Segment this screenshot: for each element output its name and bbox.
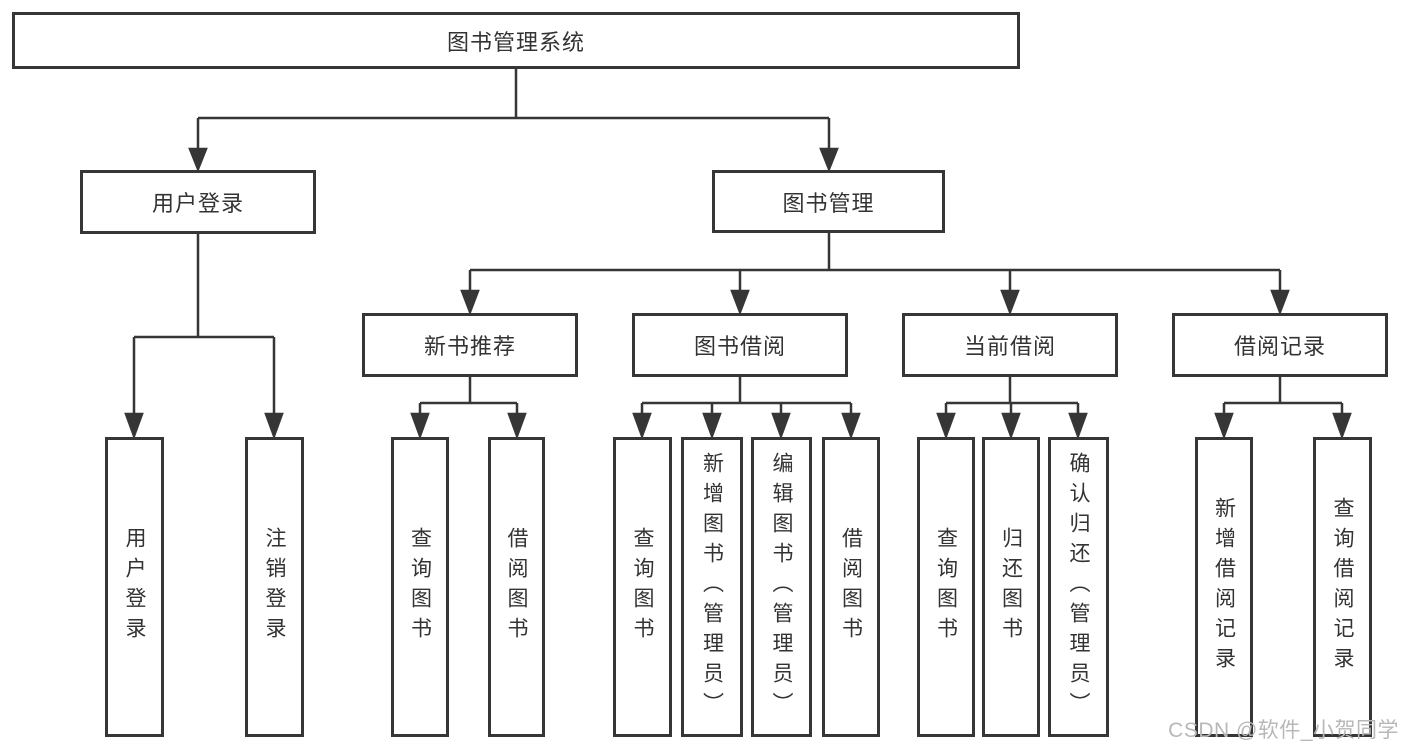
node-label: 借阅图书	[839, 527, 863, 647]
node-current-borrow: 当前借阅	[902, 313, 1118, 377]
arrowhead-icon	[702, 412, 722, 440]
node-label: 图书管理系统	[446, 29, 585, 55]
arrowhead-icon	[771, 412, 791, 440]
connector-userlogin-to-leaves	[124, 234, 284, 440]
csdn-watermark: CSDN @软件_小贺同学	[1168, 719, 1399, 742]
node-label: 新书推荐	[423, 334, 516, 359]
node-label: 归还图书	[999, 527, 1023, 647]
node-label: 借阅记录	[1233, 334, 1326, 359]
arrowhead-icon	[1001, 412, 1021, 440]
leaf-query-book-1: 查询图书	[391, 437, 449, 737]
arrowhead-icon	[264, 412, 284, 440]
leaf-return-book: 归还图书	[982, 437, 1040, 737]
leaf-confirm-return-admin: 确认归还（管理员）	[1048, 437, 1109, 737]
connector-root-to-level2	[188, 69, 839, 173]
node-label: 图书管理	[782, 190, 875, 216]
leaf-borrow-book-1: 借阅图书	[488, 437, 545, 737]
node-user-login: 用户登录	[80, 170, 316, 234]
leaf-query-book-2: 查询图书	[613, 437, 672, 737]
arrowhead-icon	[1214, 412, 1234, 440]
leaf-logout: 注销登录	[245, 437, 304, 737]
arrowhead-icon	[1332, 412, 1352, 440]
leaf-query-book-3: 查询图书	[917, 437, 975, 737]
node-label: 用户登录	[123, 527, 146, 647]
node-label: 查询图书	[631, 527, 654, 647]
arrowhead-icon	[1000, 289, 1020, 316]
node-label: 确认归还（管理员）	[1067, 452, 1090, 722]
arrowhead-icon	[507, 412, 527, 440]
node-label: 新增图书（管理员）	[700, 452, 724, 722]
leaf-borrow-book-2: 借阅图书	[822, 437, 880, 737]
arrowhead-icon	[460, 289, 480, 316]
connector-newbooks-to-leaves	[410, 377, 527, 440]
node-label: 图书借阅	[693, 334, 786, 359]
node-label: 用户登录	[151, 191, 244, 216]
connector-borrow-to-leaves	[632, 377, 861, 440]
node-label: 注销登录	[263, 527, 286, 647]
leaf-add-book-admin: 新增图书（管理员）	[681, 437, 743, 737]
node-label: 编辑图书（管理员）	[770, 452, 793, 722]
connector-current-to-leaves	[936, 377, 1088, 440]
connector-records-to-leaves	[1214, 377, 1352, 440]
connector-bookmgmt-to-level3	[460, 233, 1290, 316]
node-label: 查询图书	[408, 527, 432, 647]
arrowhead-icon	[124, 412, 144, 440]
arrowhead-icon	[410, 412, 430, 440]
arrowhead-icon	[841, 412, 861, 440]
arrowhead-icon	[632, 412, 652, 440]
arrowhead-icon	[936, 412, 956, 440]
arrowhead-icon	[819, 147, 839, 173]
arrowhead-icon	[730, 289, 750, 316]
arrowhead-icon	[1068, 412, 1088, 440]
node-book-management: 图书管理	[712, 170, 945, 233]
leaf-user-login: 用户登录	[105, 437, 164, 737]
node-label: 查询借阅记录	[1331, 497, 1354, 677]
leaf-add-borrow-record: 新增借阅记录	[1195, 437, 1253, 737]
node-book-borrow: 图书借阅	[632, 313, 848, 377]
node-borrow-records: 借阅记录	[1172, 313, 1388, 377]
node-label: 查询图书	[934, 527, 958, 647]
node-label: 当前借阅	[963, 334, 1056, 359]
node-new-book-recommend: 新书推荐	[362, 313, 578, 377]
arrowhead-icon	[1270, 289, 1290, 316]
leaf-edit-book-admin: 编辑图书（管理员）	[751, 437, 812, 737]
node-label: 借阅图书	[505, 527, 528, 647]
leaf-query-borrow-record: 查询借阅记录	[1313, 437, 1372, 737]
arrowhead-icon	[188, 147, 208, 173]
node-label: 新增借阅记录	[1212, 497, 1236, 677]
node-root: 图书管理系统	[12, 12, 1020, 69]
